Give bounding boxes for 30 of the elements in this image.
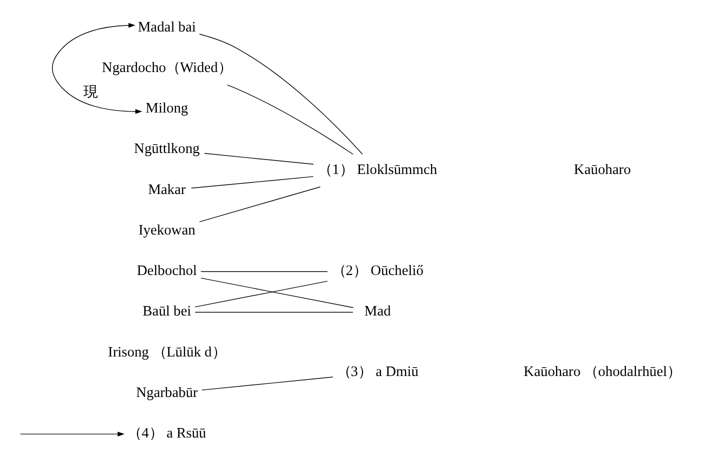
- arrow: [51, 22, 142, 114]
- node-label: 現: [83, 84, 98, 100]
- connector: [190, 176, 314, 189]
- connector: [200, 376, 333, 390]
- node-text: Mad: [364, 304, 390, 320]
- connector: [198, 186, 320, 222]
- node-text: （3） a Dmiū: [336, 364, 418, 380]
- node-text: Delbochol: [136, 263, 196, 280]
- node-text: Baūl bei: [142, 304, 191, 320]
- node-text: Madal bai: [137, 19, 196, 36]
- arrow: [20, 432, 124, 436]
- label: Kaūoharo: [573, 162, 630, 178]
- label: Kaūoharo （ohodalrhūel）: [523, 364, 681, 380]
- node-text: Ngarbabūr: [136, 384, 198, 401]
- node-text: Irisong （Lūlūk d）: [108, 344, 226, 360]
- connector: [194, 312, 353, 313]
- node-text: Iyekowan: [138, 222, 195, 238]
- node-text: Milong: [145, 100, 188, 117]
- node-text: （4） a Rsūū: [127, 425, 206, 442]
- node-text: （2） Oūcheliő: [331, 263, 423, 280]
- connector: [200, 278, 354, 308]
- connector: [194, 280, 328, 308]
- connector: [200, 271, 328, 272]
- node-text: Ngūttlkong: [134, 141, 200, 158]
- node-text: Ngardocho（Wided）: [101, 60, 232, 76]
- connector: [204, 153, 314, 165]
- node-text: （1） Eloklsūmmch: [318, 162, 437, 178]
- connector: [226, 84, 353, 155]
- node-text: Makar: [148, 182, 186, 198]
- connector: [198, 34, 362, 154]
